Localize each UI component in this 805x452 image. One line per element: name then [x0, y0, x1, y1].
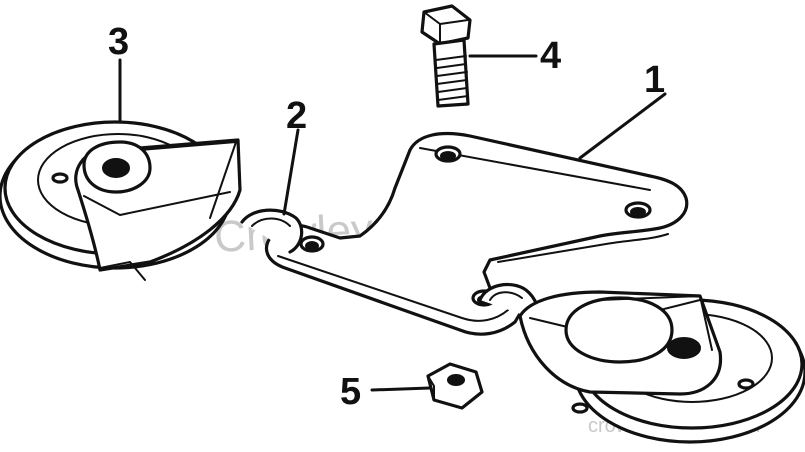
- pulley-assembly-left: [0, 120, 242, 281]
- nut-part: [426, 362, 484, 410]
- leader-line-5: [370, 386, 432, 392]
- pulley-assembly-right: [518, 290, 805, 444]
- callout-5: 5: [340, 371, 361, 413]
- callout-2: 2: [286, 95, 307, 137]
- leader-line-1: [578, 92, 667, 160]
- bolt-part: [420, 4, 472, 108]
- callout-4: 4: [540, 35, 561, 77]
- link-pin-part: [240, 208, 304, 254]
- callout-3: 3: [108, 21, 129, 63]
- bracket-plate-part: [264, 132, 689, 336]
- leader-line-2: [282, 128, 300, 216]
- callout-1: 1: [644, 59, 665, 101]
